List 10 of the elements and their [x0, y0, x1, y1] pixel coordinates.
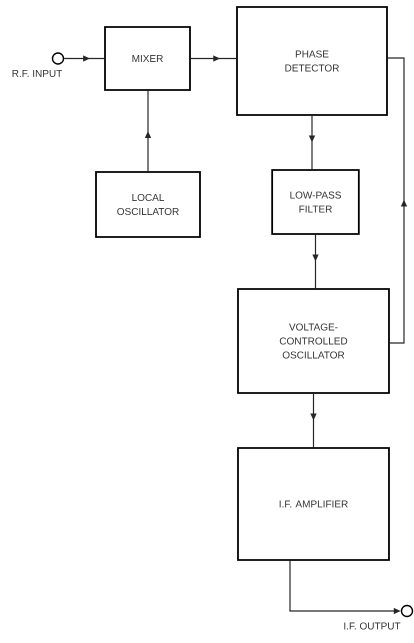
terminal-label: R.F. INPUT — [12, 70, 62, 77]
block-box: PHASE DETECTOR — [236, 6, 388, 116]
block-box: VOLTAGE- CONTROLLED OSCILLATOR — [237, 288, 390, 394]
block-box: LOW-PASS FILTER — [271, 169, 360, 235]
terminal-label: I.F. OUTPUT — [344, 622, 400, 630]
block-box: LOCAL OSCILLATOR — [95, 171, 201, 238]
terminal-circle — [400, 604, 414, 618]
block-box: MIXER — [104, 26, 191, 91]
terminal-circle — [52, 52, 64, 65]
block-box: I.F. AMPLIFIER — [237, 447, 390, 561]
